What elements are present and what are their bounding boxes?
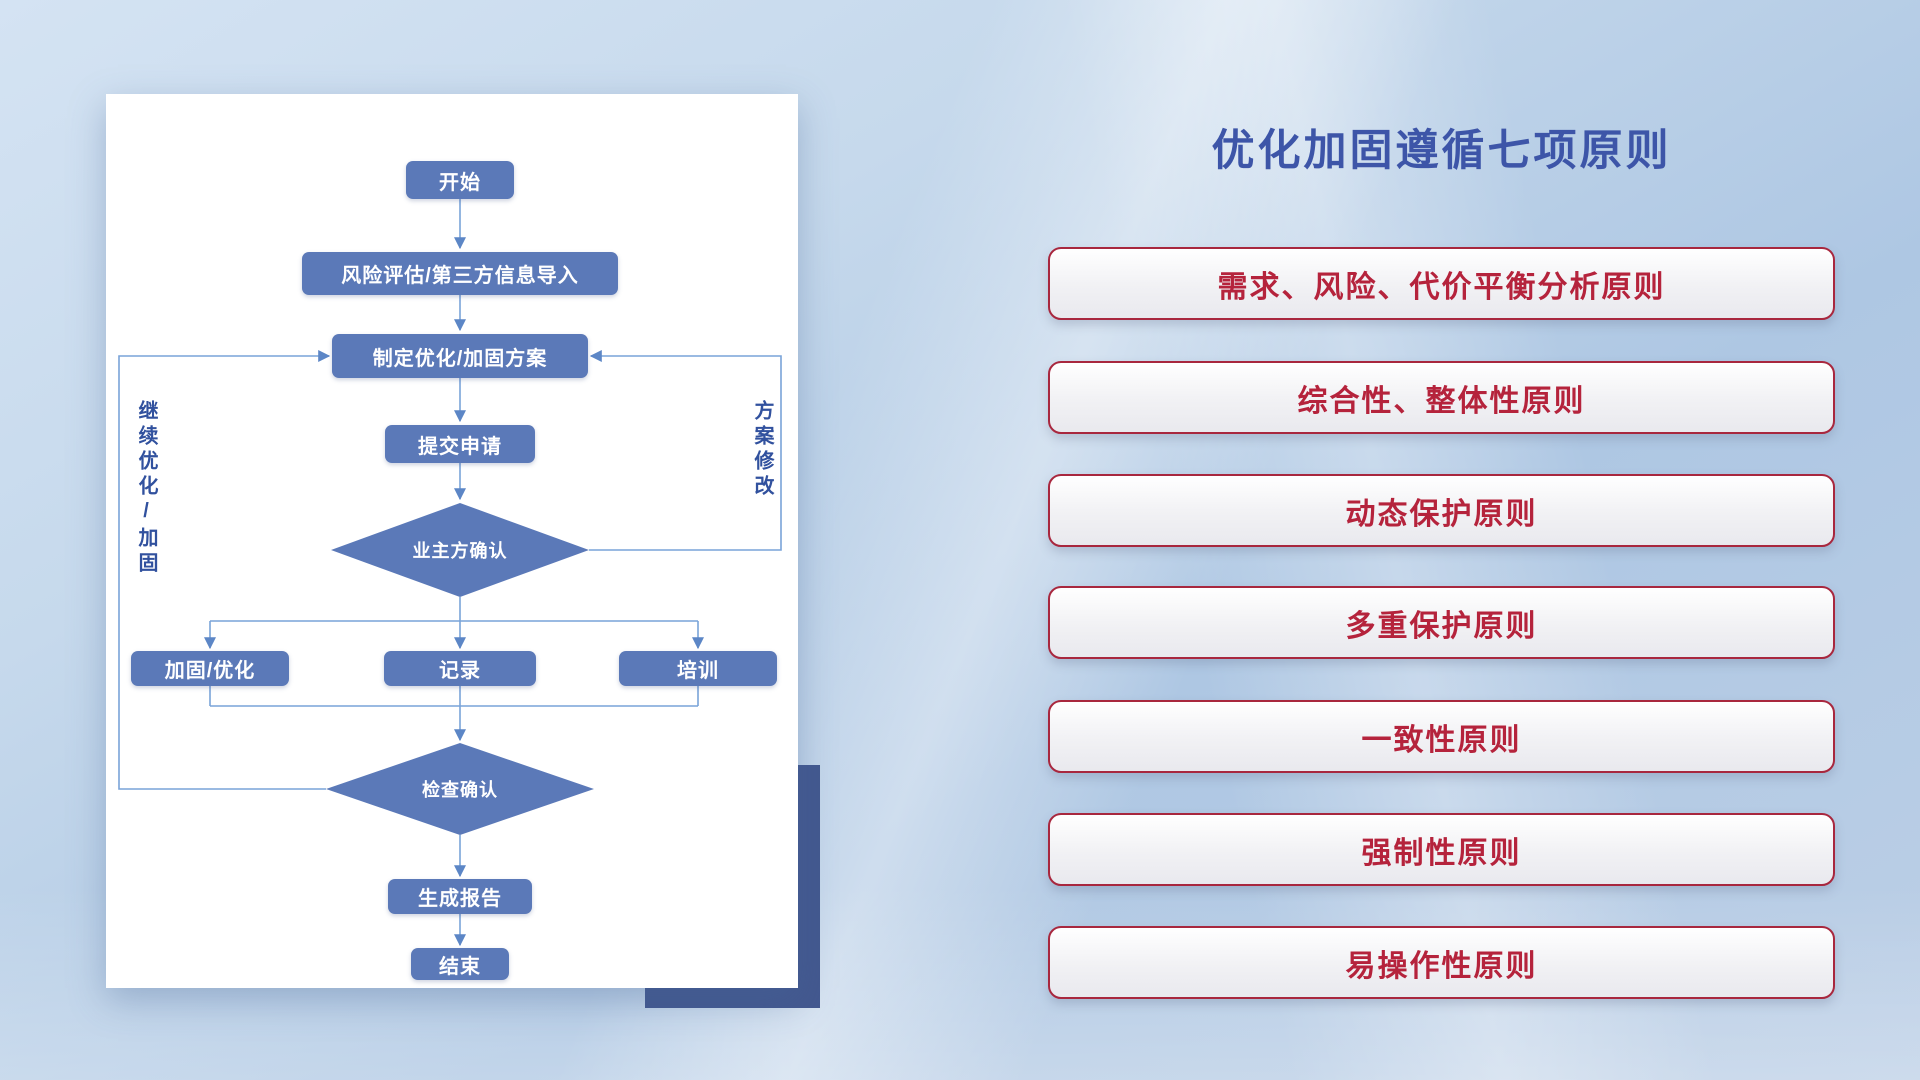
principle-item-5: 一致性原则 [1048, 700, 1835, 773]
principle-item-4: 多重保护原则 [1048, 586, 1835, 659]
flow-label-continue-loop: 继续优化/加固 [135, 400, 157, 577]
flow-node-risk-import: 风险评估/第三方信息导入 [302, 252, 618, 295]
flow-label-plan-revise-loop: 方案修改 [751, 400, 773, 500]
flow-node-record: 记录 [384, 651, 536, 686]
flow-node-submit: 提交申请 [385, 425, 535, 463]
principle-item-7: 易操作性原则 [1048, 926, 1835, 999]
principle-item-2: 综合性、整体性原则 [1048, 361, 1835, 434]
flow-node-make-plan: 制定优化/加固方案 [332, 334, 588, 378]
principle-item-6: 强制性原则 [1048, 813, 1835, 886]
flow-node-harden: 加固/优化 [131, 651, 289, 686]
flow-node-training: 培训 [619, 651, 777, 686]
flowchart-card: 开始 风险评估/第三方信息导入 制定优化/加固方案 提交申请 业主方确认 加固/… [106, 94, 798, 988]
principle-item-3: 动态保护原则 [1048, 474, 1835, 547]
principle-item-1: 需求、风险、代价平衡分析原则 [1048, 247, 1835, 320]
flow-node-report: 生成报告 [388, 879, 532, 914]
flow-node-start: 开始 [406, 161, 514, 199]
page-title: 优化加固遵循七项原则 [1211, 127, 1672, 175]
flowchart-connectors [118, 199, 782, 947]
flow-node-end: 结束 [411, 948, 509, 980]
